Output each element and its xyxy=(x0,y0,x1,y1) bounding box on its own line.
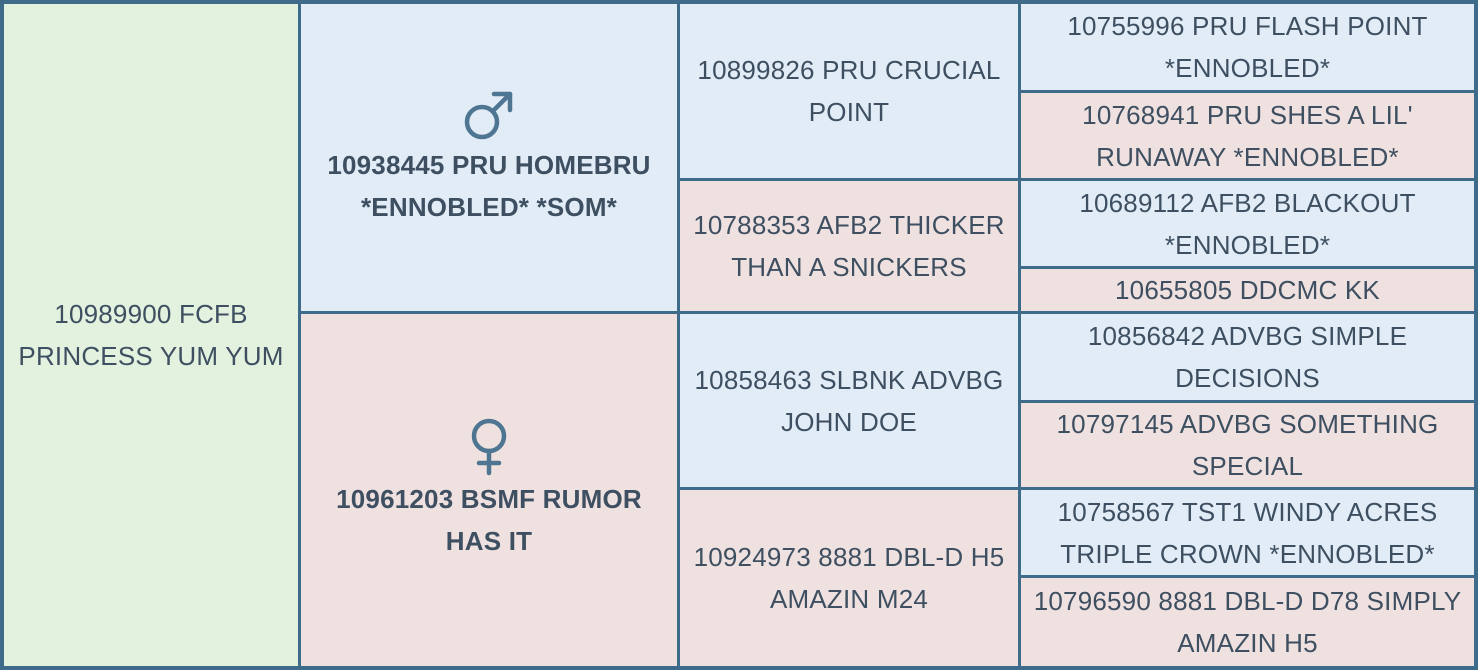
grandsire-maternal-cell[interactable]: 10858463 SLBNK ADVBG JOHN DOE xyxy=(680,314,1018,487)
great-grandparent-name: 10768941 PRU SHES A LIL' RUNAWAY *ENNOBL… xyxy=(1082,99,1413,172)
great-grandparent-cell[interactable]: 10856842 ADVBG SIMPLE DECISIONS xyxy=(1021,314,1474,400)
female-symbol-icon xyxy=(471,418,507,476)
dam-name: 10961203 BSMF RUMOR HAS IT xyxy=(336,484,642,556)
great-grandparent-name: 10797145 ADVBG SOMETHING SPECIAL xyxy=(1056,409,1439,481)
grandsire-paternal-name: 10899826 PRU CRUCIAL POINT xyxy=(697,55,1001,127)
great-grandparent-cell[interactable]: 10689112 AFB2 BLACKOUT *ENNOBLED* xyxy=(1021,181,1474,266)
dam-cell[interactable]: 10961203 BSMF RUMOR HAS IT xyxy=(301,314,677,666)
granddam-paternal-cell[interactable]: 10788353 AFB2 THICKER THAN A SNICKERS xyxy=(680,181,1018,311)
great-grandparent-cell[interactable]: 10796590 8881 DBL-D D78 SIMPLY AMAZIN H5 xyxy=(1021,578,1474,666)
sire-name: 10938445 PRU HOMEBRU *ENNOBLED* *SOM* xyxy=(327,149,651,222)
great-grandparent-cell[interactable]: 10768941 PRU SHES A LIL' RUNAWAY *ENNOBL… xyxy=(1021,93,1474,178)
granddam-maternal-name: 10924973 8881 DBL-D H5 AMAZIN M24 xyxy=(693,542,1005,614)
great-grandparent-name: 10758567 TST1 WINDY ACRES TRIPLE CROWN *… xyxy=(1057,496,1438,569)
great-grandparent-name: 10689112 AFB2 BLACKOUT *ENNOBLED* xyxy=(1079,187,1416,260)
male-symbol-icon xyxy=(464,91,513,139)
great-grandparent-cell[interactable]: 10758567 TST1 WINDY ACRES TRIPLE CROWN *… xyxy=(1021,490,1474,575)
great-grandparent-name: 10755996 PRU FLASH POINT *ENNOBLED* xyxy=(1067,11,1428,83)
sire-cell[interactable]: 10938445 PRU HOMEBRU *ENNOBLED* *SOM* xyxy=(301,4,677,311)
grandsire-paternal-cell[interactable]: 10899826 PRU CRUCIAL POINT xyxy=(680,4,1018,178)
great-grandparent-cell[interactable]: 10797145 ADVBG SOMETHING SPECIAL xyxy=(1021,403,1474,487)
grandsire-maternal-name: 10858463 SLBNK ADVBG JOHN DOE xyxy=(694,364,1004,437)
subject-name: 10989900 FCFB PRINCESS YUM YUM xyxy=(18,299,284,371)
great-grandparent-cell[interactable]: 10755996 PRU FLASH POINT *ENNOBLED* xyxy=(1021,4,1474,90)
granddam-maternal-cell[interactable]: 10924973 8881 DBL-D H5 AMAZIN M24 xyxy=(680,490,1018,666)
granddam-paternal-name: 10788353 AFB2 THICKER THAN A SNICKERS xyxy=(693,210,1005,282)
subject-cell[interactable]: 10989900 FCFB PRINCESS YUM YUM xyxy=(4,4,298,666)
great-grandparent-cell[interactable]: 10655805 DDCMC KK xyxy=(1021,269,1474,311)
great-grandparent-name: 10655805 DDCMC KK xyxy=(1115,275,1380,305)
great-grandparent-name: 10796590 8881 DBL-D D78 SIMPLY AMAZIN H5 xyxy=(1033,586,1462,658)
great-grandparent-name: 10856842 ADVBG SIMPLE DECISIONS xyxy=(1087,321,1408,393)
